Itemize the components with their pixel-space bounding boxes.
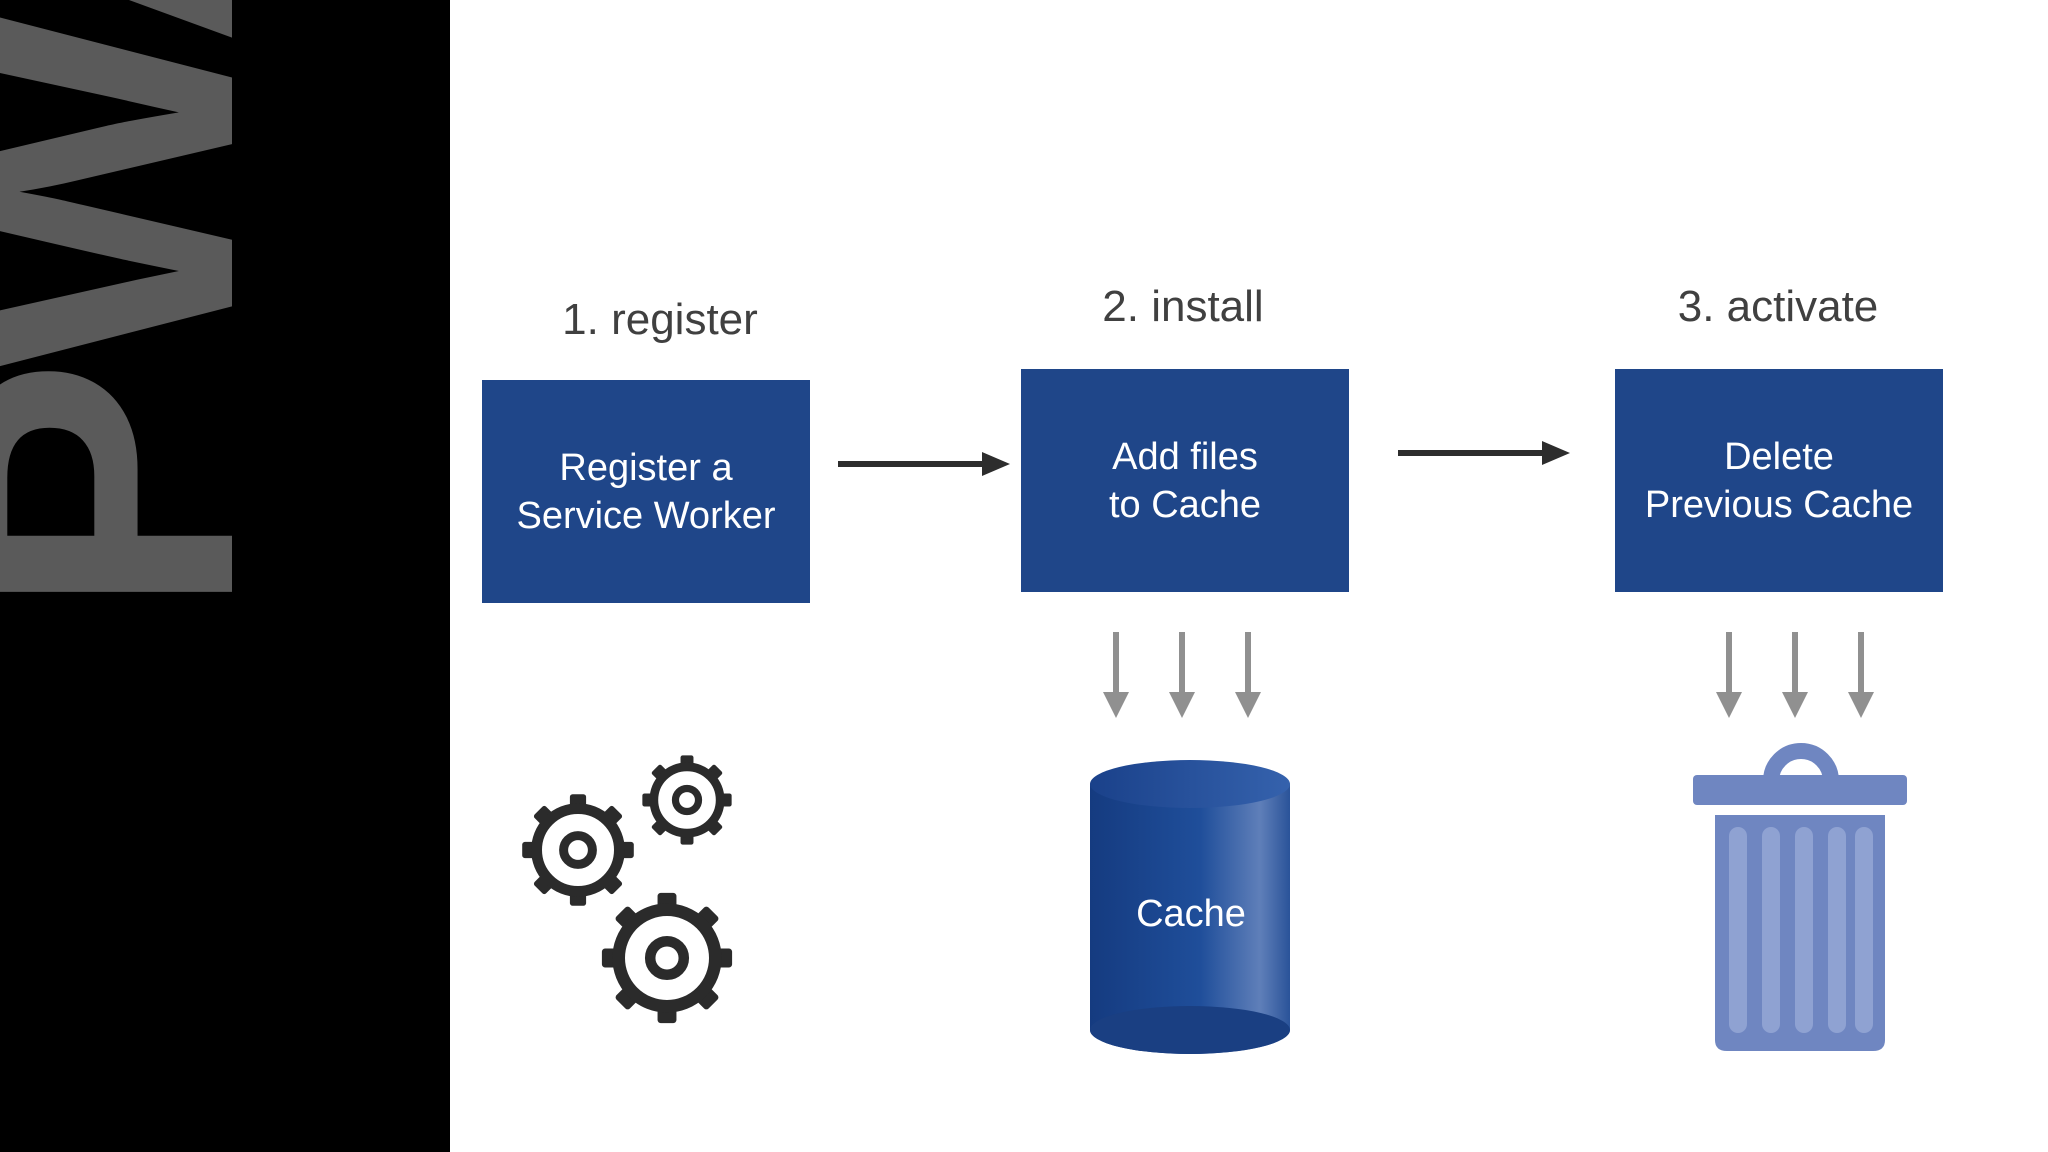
step-3-box-line-1: Delete <box>1724 435 1834 478</box>
logo-text: PWA <box>0 0 315 618</box>
arrow-install-to-activate <box>1398 441 1570 465</box>
step-1-box-line-1: Register a <box>559 446 733 489</box>
step-2-box-line-2: to Cache <box>1108 483 1262 526</box>
step-3-title: 3. activate <box>1677 282 1879 331</box>
cache-label: Cache <box>1136 893 1246 935</box>
database-cylinder-icon <box>1090 760 1290 1054</box>
step-3-box-line-2: Previous Cache <box>1644 483 1914 526</box>
step-2-box-line-1: Add files <box>1112 435 1258 478</box>
step-2-box: Add files to Cache <box>1021 369 1349 592</box>
trash-can-icon <box>1693 743 1907 1051</box>
gears-icon <box>500 740 770 1050</box>
side-panel: PWA <box>0 0 450 1152</box>
down-arrows-install <box>1103 632 1261 718</box>
step-1-title: 1. register <box>562 295 758 344</box>
step-1-box: Register a Service Worker <box>482 380 810 603</box>
step-2-title: 2. install <box>1102 282 1264 331</box>
step-1-box-line-2: Service Worker <box>516 494 776 537</box>
step-3-box: Delete Previous Cache <box>1615 369 1943 592</box>
logo: PWA <box>0 0 315 618</box>
arrow-register-to-install <box>838 452 1010 476</box>
down-arrows-activate <box>1716 632 1874 718</box>
